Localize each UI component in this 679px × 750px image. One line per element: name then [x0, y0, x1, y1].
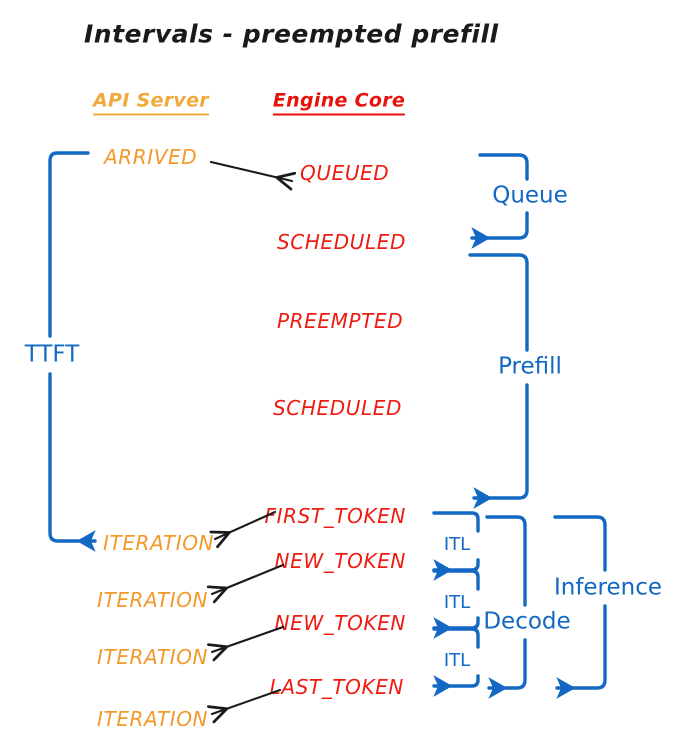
column-header-api-server: API Server — [93, 89, 209, 116]
arrow-arrived-to-queued — [209, 160, 292, 181]
interval-label-itl-1: ITL — [443, 534, 471, 555]
interval-label-inference: Inference — [553, 574, 663, 601]
column-header-engine-core-label: Engine Core — [272, 89, 406, 116]
interval-label-ttft: TTFT — [24, 341, 80, 368]
event-new-token-2: NEW_TOKEN — [274, 611, 406, 635]
event-iteration-3: ITERATION — [97, 645, 209, 669]
event-queued: QUEUED — [300, 161, 390, 185]
event-preempted: PREEMPTED — [277, 309, 404, 333]
event-iteration-2: ITERATION — [97, 588, 209, 612]
event-last-token: LAST_TOKEN — [269, 675, 404, 699]
interval-bracket-inference — [553, 515, 607, 699]
arrow-new-token-2-to-iteration-3 — [212, 625, 285, 652]
column-header-api-server-label: API Server — [93, 89, 209, 116]
event-scheduled-1: SCHEDULED — [277, 230, 406, 254]
event-first-token: FIRST_TOKEN — [264, 504, 406, 528]
interval-label-decode: Decode — [483, 608, 571, 635]
arrow-new-token-1-to-iteration-2 — [212, 563, 285, 594]
interval-bracket-decode — [485, 515, 527, 699]
interval-label-prefill: Prefill — [498, 353, 562, 380]
event-iteration-4: ITERATION — [97, 707, 209, 731]
event-new-token-1: NEW_TOKEN — [274, 549, 406, 573]
interval-label-itl-2: ITL — [443, 592, 471, 613]
column-header-engine-core: Engine Core — [272, 89, 406, 116]
interval-label-queue: Queue — [492, 182, 568, 209]
page-title: Intervals - preempted prefill — [84, 19, 499, 49]
event-scheduled-2: SCHEDULED — [273, 396, 402, 420]
interval-label-itl-3: ITL — [443, 650, 471, 671]
event-iteration-1: ITERATION — [103, 531, 215, 555]
event-arrived: ARRIVED — [104, 145, 198, 169]
